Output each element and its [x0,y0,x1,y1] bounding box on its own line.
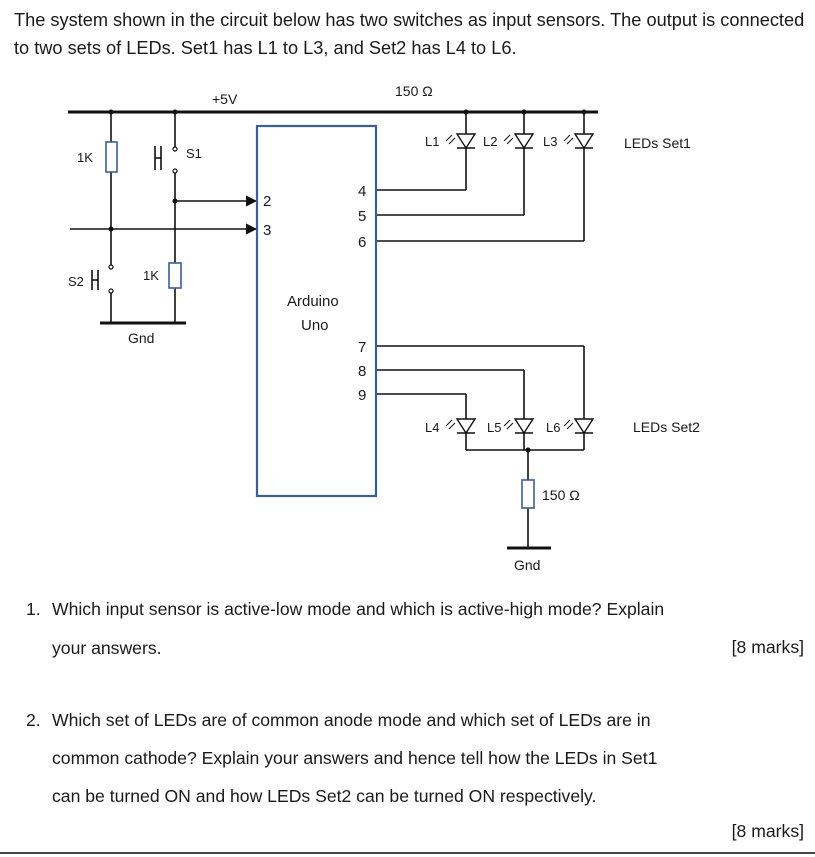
gnd-left-label: Gnd [128,330,154,346]
r1-label: 1K [77,150,93,165]
set1-label: LEDs Set1 [624,135,691,151]
intro-text: The system shown in the circuit below ha… [14,10,805,58]
led-label: L3 [543,134,557,149]
s2-label: S2 [68,274,84,289]
pin-label: 6 [358,234,366,251]
s1-label: S1 [186,146,202,161]
pin-label: 3 [263,222,271,239]
supply-label: +5V [212,91,238,107]
bottom-rule [0,852,815,854]
r2-label: 1K [143,268,159,283]
marks-label: [8 marks] [731,821,804,841]
pin-label: 4 [358,183,366,200]
circuit-diagram: +5V 150 Ω 1K 1K S1 S2 Gnd Gnd 150 Ω Ardu… [68,83,700,573]
bottom-resistor-label: 150 Ω [542,487,580,503]
marks-label: [8 marks] [731,637,804,657]
question-line: common cathode? Explain your answers and… [52,748,658,768]
led-label: L5 [487,420,501,435]
question-line: Which set of LEDs are of common anode mo… [52,710,651,730]
pin-label: 8 [358,363,366,380]
question-line: can be turned ON and how LEDs Set2 can b… [52,786,597,806]
led-label: L4 [425,420,439,435]
led-label: L2 [483,134,497,149]
pin-label: 9 [358,387,366,404]
led-label: L6 [546,420,560,435]
question-line: Which input sensor is active-low mode an… [52,599,665,619]
arduino-label-1: Arduino [287,293,339,310]
set2-label: LEDs Set2 [633,419,700,435]
question-number: 1. [26,599,41,619]
top-resistor-label: 150 Ω [395,83,433,99]
gnd-right-label: Gnd [514,557,540,573]
pin-label: 7 [358,339,366,356]
question-line: your answers. [52,638,162,658]
pin-label: 2 [263,193,271,210]
led-label: L1 [425,134,439,149]
pin-label: 5 [358,208,366,225]
question-number: 2. [26,710,41,730]
arduino-label-2: Uno [301,317,329,334]
